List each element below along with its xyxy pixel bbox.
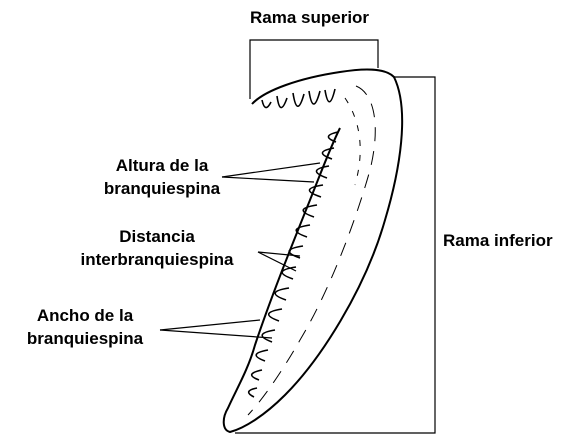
label-distancia-line2: interbranquiespina: [52, 249, 262, 270]
raker: [252, 370, 262, 380]
label-altura-line2: branquiespina: [92, 178, 232, 199]
label-rama-superior: Rama superior: [250, 7, 369, 28]
raker: [249, 388, 257, 397]
raker: [269, 309, 282, 321]
label-ancho-line2: branquiespina: [10, 328, 160, 349]
raker: [262, 100, 271, 108]
label-rama-inferior: Rama inferior: [443, 230, 553, 251]
raker: [277, 96, 287, 108]
label-ancho-line1: Ancho de la: [10, 305, 160, 326]
raker: [275, 288, 289, 300]
raker: [256, 350, 268, 361]
altura-pointers: [222, 163, 320, 182]
ancho-pointers: [160, 320, 272, 338]
raker: [309, 91, 320, 104]
label-altura-line1: Altura de la: [92, 155, 232, 176]
raker: [325, 89, 335, 102]
label-distancia-line1: Distancia: [52, 226, 262, 247]
raker: [262, 330, 275, 342]
raker: [293, 93, 304, 106]
gill-arch-edge-dashes: [345, 98, 360, 185]
raker: [282, 267, 296, 279]
